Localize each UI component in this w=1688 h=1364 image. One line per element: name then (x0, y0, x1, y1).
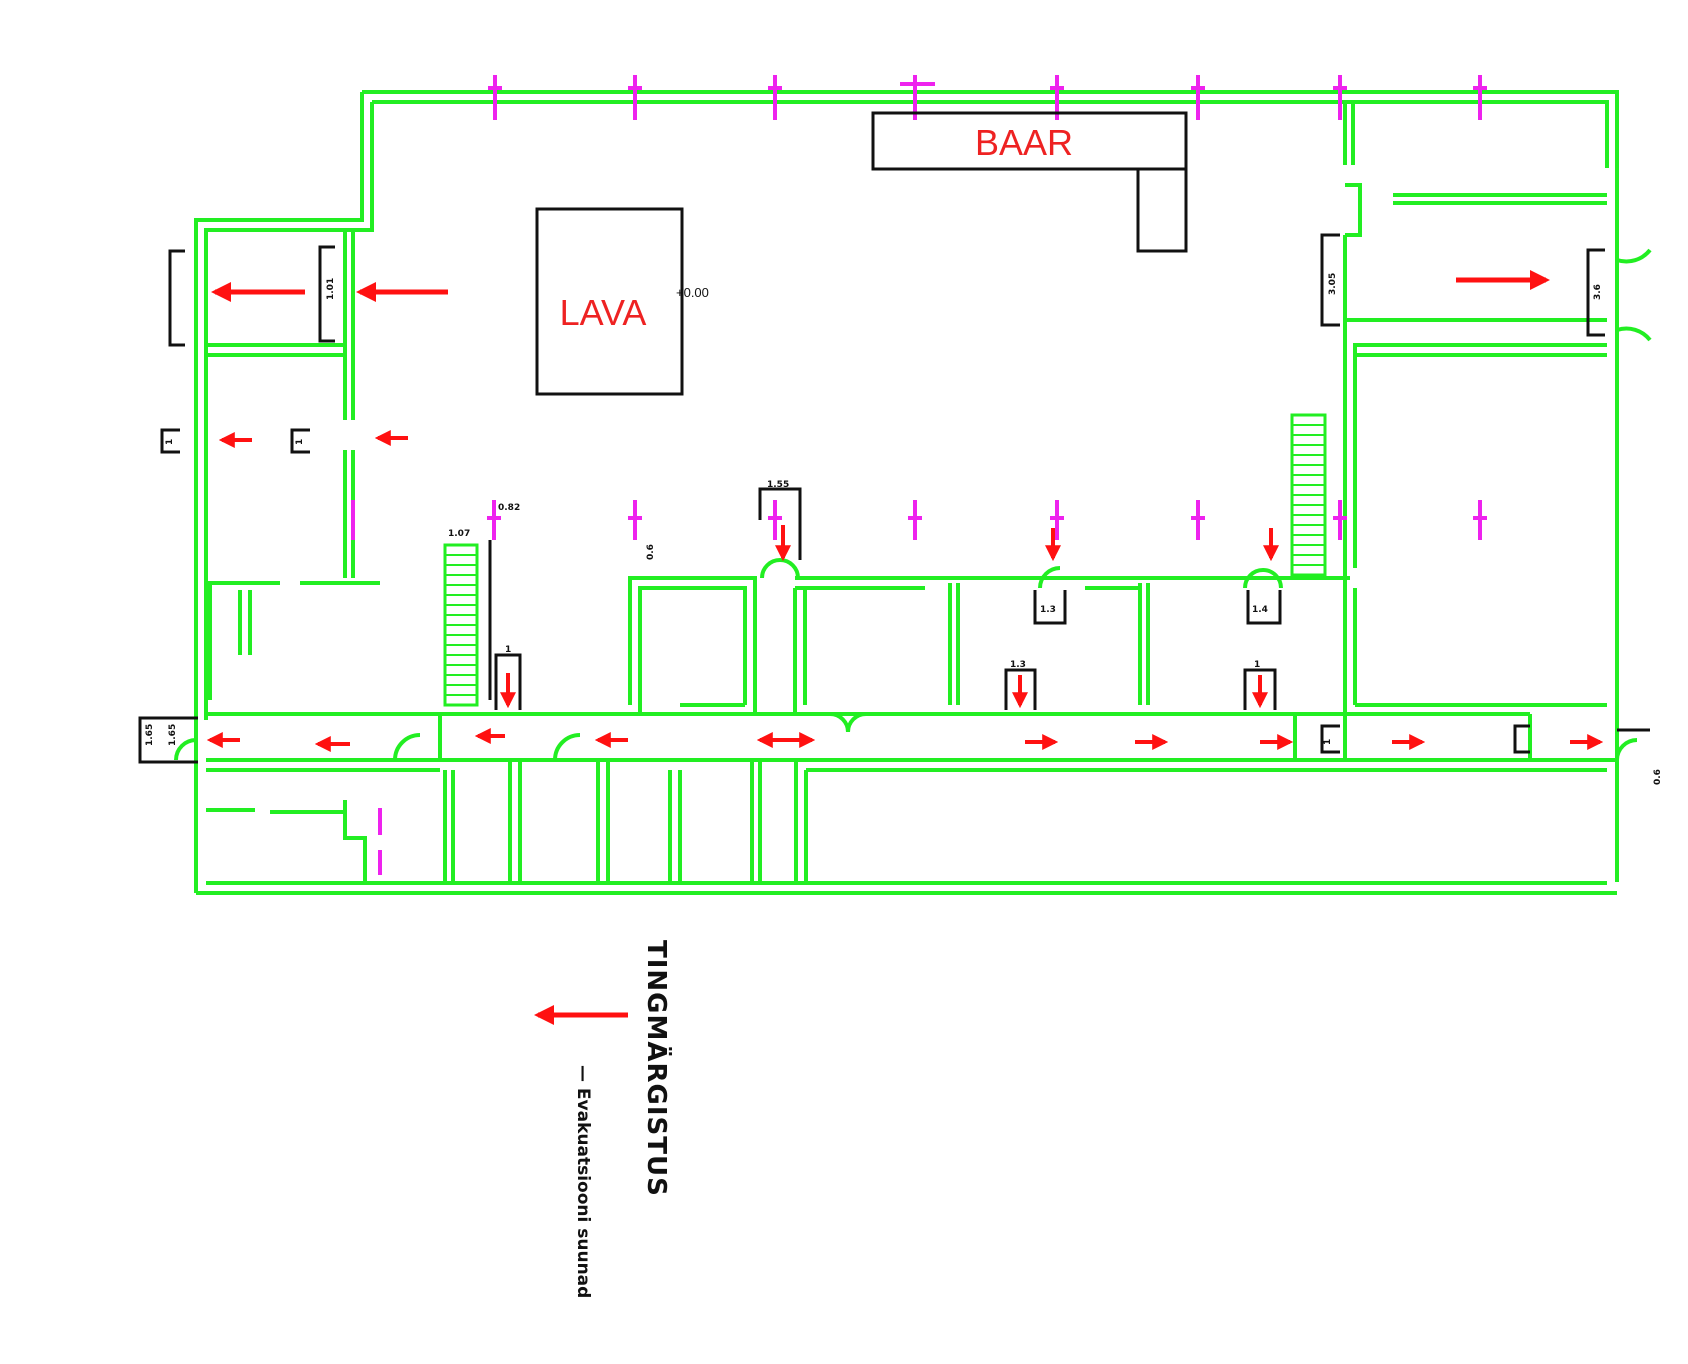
dim-6: 1.07 (448, 529, 470, 539)
dim-11: 1.4 (1252, 605, 1268, 615)
dim-3: 1.01 (326, 278, 336, 300)
dim-12: 1.3 (1010, 660, 1026, 670)
dim-16: 3.05 (1328, 273, 1338, 295)
walls (174, 90, 1652, 895)
stairs-left (443, 543, 479, 707)
bar-counter (871, 111, 1188, 253)
dim-5: 1 (295, 439, 305, 445)
stairs-right (1290, 413, 1327, 577)
stage (535, 207, 684, 396)
dim-13: 1 (505, 645, 511, 655)
dim-15: 1 (1323, 739, 1333, 745)
level-label: +0.00 (676, 285, 709, 300)
dim-9: 1.55 (767, 480, 789, 490)
dim-17: 3.6 (1593, 284, 1603, 300)
legend-title: TINGMÄRGISTUS (641, 940, 673, 1197)
evacuation-arrows (206, 270, 1604, 752)
light-fixtures (351, 75, 1487, 875)
dimension-labels: 1.65 1.65 1.01 1 1 1.07 0.82 0.6 1.55 1.… (145, 273, 1663, 785)
dim-8: 0.6 (646, 544, 656, 560)
dim-1: 1.65 (145, 724, 155, 746)
dim-10: 1.3 (1040, 605, 1056, 615)
legend-entry: — Evakuatsiooni suunad (573, 1065, 593, 1298)
dim-2: 1.65 (168, 724, 178, 746)
stage-label: LAVA (560, 292, 647, 333)
dim-7: 0.82 (498, 503, 520, 513)
dim-14: 1 (1254, 660, 1260, 670)
bar-label: BAAR (975, 122, 1073, 163)
dimension-brackets (138, 233, 1650, 764)
legend: TINGMÄRGISTUS — Evakuatsiooni suunad (534, 940, 673, 1298)
dim-18: 0.6 (1653, 769, 1663, 785)
dim-4: 1 (165, 439, 175, 445)
